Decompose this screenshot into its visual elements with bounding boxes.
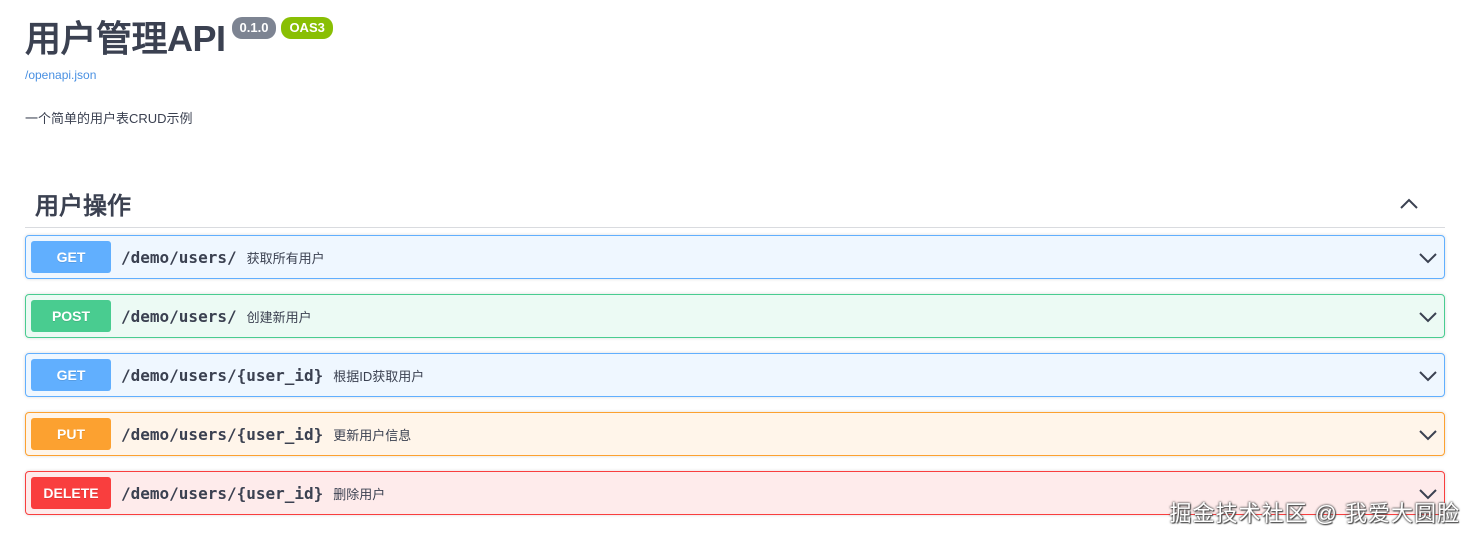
tag-section-header[interactable]: 用户操作	[25, 180, 1445, 228]
oas-badge: OAS3	[281, 17, 333, 39]
api-description: 一个简单的用户表CRUD示例	[25, 111, 193, 126]
operation-path: /demo/users/	[121, 306, 237, 326]
collapse-button[interactable]	[1395, 190, 1423, 218]
badges: 0.1.0 OAS3	[231, 17, 338, 39]
operation-summary: 删除用户	[333, 486, 386, 502]
section-title: 用户操作	[35, 193, 131, 220]
openapi-json-link[interactable]: /openapi.json	[25, 68, 97, 82]
api-info: 用户管理API 0.1.0 OAS3 /openapi.json 一个简单的用户…	[25, 12, 1445, 127]
page-title: 用户管理API	[25, 18, 226, 59]
method-badge: POST	[31, 300, 111, 332]
operation-put-user[interactable]: PUT /demo/users/{user_id} 更新用户信息	[25, 412, 1445, 456]
operation-path: /demo/users/{user_id}	[121, 424, 324, 444]
chevron-down-icon[interactable]	[1418, 248, 1438, 268]
operation-path: /demo/users/{user_id}	[121, 365, 324, 385]
operation-summary: 更新用户信息	[333, 427, 412, 443]
operation-path: /demo/users/{user_id}	[121, 483, 324, 503]
method-badge: GET	[31, 359, 111, 391]
operation-summary: 创建新用户	[246, 309, 312, 325]
operation-summary: 根据ID获取用户	[333, 368, 425, 384]
operation-delete-user[interactable]: DELETE /demo/users/{user_id} 删除用户	[25, 471, 1445, 515]
method-badge: DELETE	[31, 477, 111, 509]
operation-path: /demo/users/	[121, 247, 237, 267]
operation-summary: 获取所有用户	[246, 250, 325, 266]
chevron-down-icon[interactable]	[1418, 366, 1438, 386]
chevron-down-icon[interactable]	[1418, 307, 1438, 327]
version-badge: 0.1.0	[231, 17, 277, 39]
method-badge: PUT	[31, 418, 111, 450]
title-row: 用户管理API 0.1.0 OAS3	[25, 12, 1445, 66]
chevron-down-icon[interactable]	[1418, 425, 1438, 445]
watermark: 掘金技术社区 @ 我爱大圆脸	[1169, 501, 1460, 526]
chevron-up-icon	[1400, 198, 1418, 209]
operation-get-users[interactable]: GET /demo/users/ 获取所有用户	[25, 235, 1445, 279]
method-badge: GET	[31, 241, 111, 273]
chevron-down-icon[interactable]	[1418, 484, 1438, 504]
operation-get-user-by-id[interactable]: GET /demo/users/{user_id} 根据ID获取用户	[25, 353, 1445, 397]
operation-post-users[interactable]: POST /demo/users/ 创建新用户	[25, 294, 1445, 338]
